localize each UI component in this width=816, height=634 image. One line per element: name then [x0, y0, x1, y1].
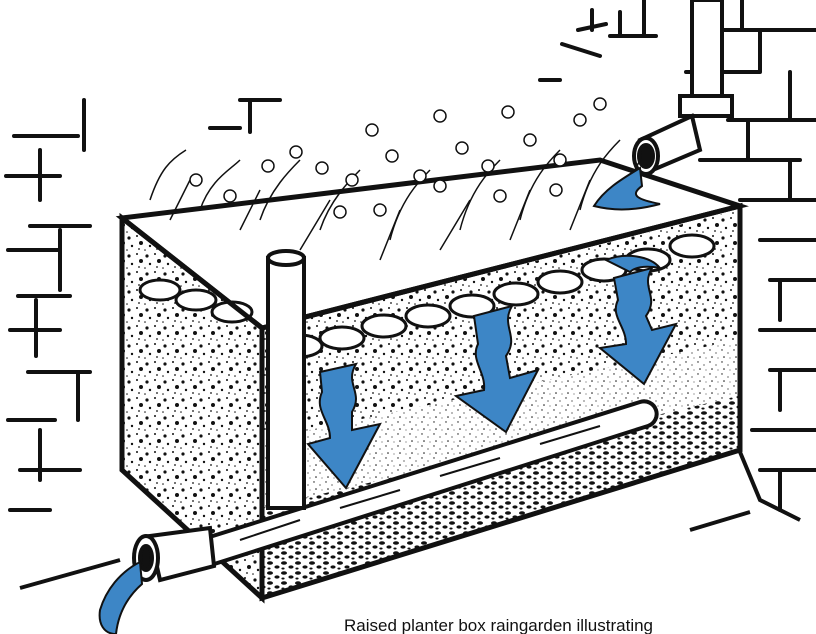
- downspout: [634, 0, 732, 174]
- water-outflow: [100, 562, 142, 634]
- figure-caption: Raised planter box raingarden illustrati…: [344, 616, 653, 634]
- observation-pipe: [268, 251, 304, 508]
